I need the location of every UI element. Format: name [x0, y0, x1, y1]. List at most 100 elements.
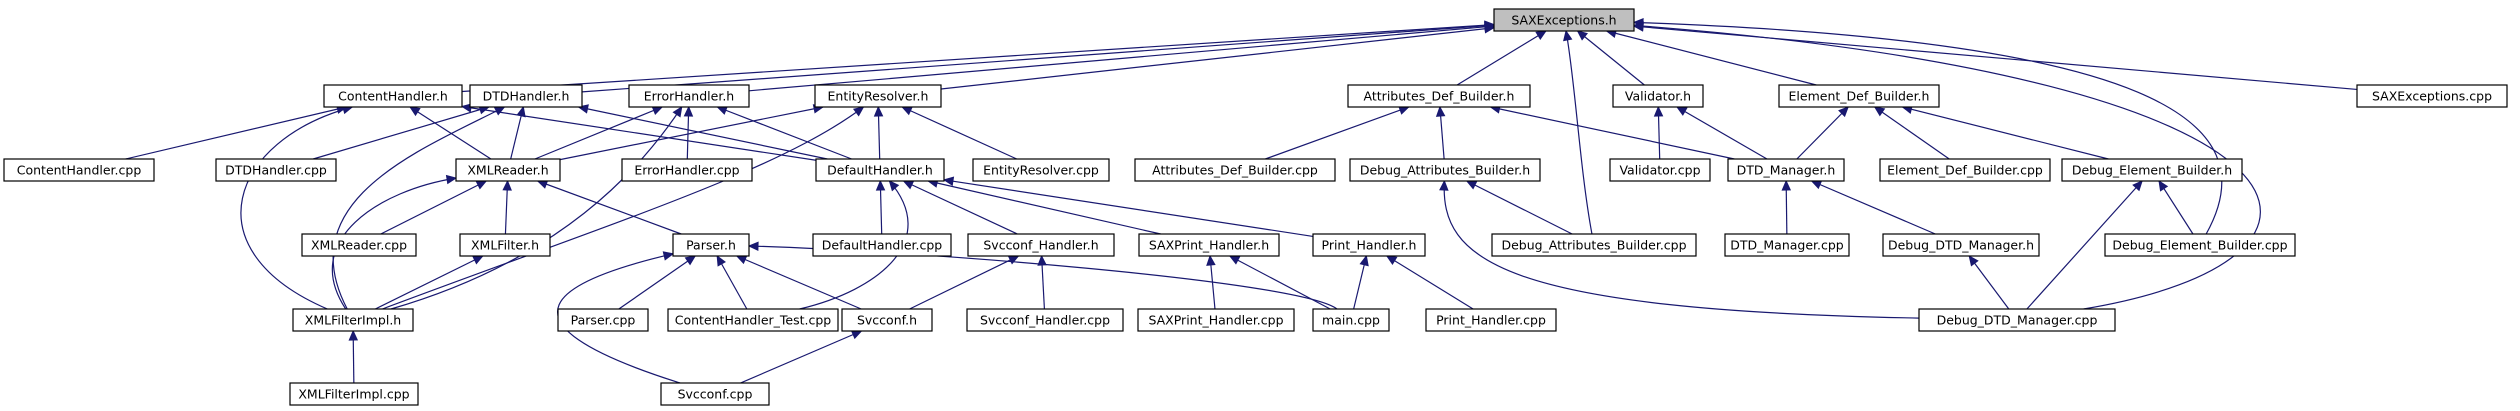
edge-element_def_builder_cpp-to-element_def_builder_h	[1873, 106, 1950, 160]
node-contenthandler-h[interactable]: ContentHandler.h	[323, 84, 463, 108]
node-xmlreader-h[interactable]: XMLReader.h	[455, 158, 561, 182]
node-print-handler-cpp[interactable]: Print_Handler.cpp	[1425, 308, 1557, 332]
arrowhead	[1873, 106, 1886, 117]
node-box	[1882, 233, 2040, 257]
node-parser-h[interactable]: Parser.h	[672, 233, 750, 257]
edge-line	[1874, 106, 1950, 160]
edge-debug_dtd_manager_cpp-to-debug_dtd_manager_h	[1968, 255, 2010, 310]
node-label: Debug_DTD_Manager.h	[1888, 238, 2034, 253]
node-svcconf-cpp[interactable]: Svcconf.cpp	[660, 382, 770, 406]
node-box	[3, 158, 155, 182]
node-label: SAXPrint_Handler.cpp	[1148, 313, 1283, 328]
node-saxprint-handler-cpp[interactable]: SAXPrint_Handler.cpp	[1137, 308, 1295, 332]
node-errorhandler-h[interactable]: ErrorHandler.h	[628, 84, 750, 108]
node-xmlreader-cpp[interactable]: XMLReader.cpp	[301, 233, 417, 257]
edge-line	[740, 330, 862, 384]
node-box	[459, 233, 551, 257]
edge-line	[928, 180, 1161, 235]
edge-debug_attributes_builder_cpp-to-debug_attributes_builder_h	[1465, 180, 1573, 235]
node-label: Parser.h	[686, 238, 736, 253]
node-parser-cpp[interactable]: Parser.cpp	[557, 308, 649, 332]
node-dtd-manager-h[interactable]: DTD_Manager.h	[1727, 158, 1845, 182]
node-sax-h[interactable]: SAXExceptions.h	[1493, 8, 1635, 32]
edge-line	[1676, 106, 1768, 160]
node-label: DTDHandler.h	[483, 89, 570, 104]
node-sax-cpp[interactable]: SAXExceptions.cpp	[2356, 84, 2508, 108]
node-svcconf-handler-h[interactable]: Svcconf_Handler.h	[967, 233, 1115, 257]
edge-errorhandler_cpp-to-errorhandler_h	[683, 105, 694, 160]
node-main-cpp[interactable]: main.cpp	[1312, 308, 1390, 332]
node-validator-h[interactable]: Validator.h	[1612, 84, 1704, 108]
edge-line	[390, 106, 683, 310]
edge-debug_dtd_manager_cpp-to-debug_element_builder_h	[2026, 180, 2143, 310]
edge-line	[534, 106, 663, 160]
arrowhead	[445, 174, 458, 185]
node-debug-attributes-builder-h[interactable]: Debug_Attributes_Builder.h	[1349, 158, 1541, 182]
node-svcconf-h[interactable]: Svcconf.h	[841, 308, 933, 332]
node-attributes-def-builder-cpp[interactable]: Attributes_Def_Builder.cpp	[1134, 158, 1336, 182]
edge-line	[382, 106, 864, 310]
arrowhead	[888, 180, 900, 192]
node-xmlfilter-h[interactable]: XMLFilter.h	[459, 233, 551, 257]
node-errorhandler-cpp[interactable]: ErrorHandler.cpp	[621, 158, 753, 182]
node-entityresolver-h[interactable]: EntityResolver.h	[814, 84, 942, 108]
arrowhead	[1228, 255, 1241, 265]
edges-layer	[125, 17, 2358, 384]
arrowhead	[1037, 254, 1047, 266]
edge-xmlreader_cpp-to-xmlreader_h	[380, 180, 488, 235]
arrowhead	[1439, 179, 1449, 191]
node-validator-cpp[interactable]: Validator.cpp	[1609, 158, 1711, 182]
node-xmlfilterimpl-h[interactable]: XMLFilterImpl.h	[292, 308, 414, 332]
node-entityresolver-cpp[interactable]: EntityResolver.cpp	[972, 158, 1110, 182]
edge-debug_element_builder_h-to-element_def_builder_h	[1901, 104, 2109, 160]
edge-debug_dtd_manager_cpp-to-debug_attributes_builder_h	[1439, 179, 1920, 319]
node-label: EntityResolver.cpp	[983, 163, 1099, 178]
arrowhead	[672, 105, 683, 118]
node-saxprint-handler-h[interactable]: SAXPrint_Handler.h	[1138, 233, 1280, 257]
edge-line	[557, 253, 681, 384]
arrowhead	[684, 255, 697, 266]
node-debug-attributes-builder-cpp[interactable]: Debug_Attributes_Builder.cpp	[1491, 233, 1697, 257]
node-box	[1347, 84, 1531, 108]
edge-line	[125, 106, 347, 160]
node-element-def-builder-cpp[interactable]: Element_Def_Builder.cpp	[1879, 158, 2051, 182]
node-box	[1918, 308, 2116, 332]
node-print-handler-h[interactable]: Print_Handler.h	[1312, 233, 1426, 257]
node-dtdhandler-h[interactable]: DTDHandler.h	[469, 84, 583, 108]
edge-line	[940, 27, 1495, 90]
arrowhead	[1435, 105, 1446, 117]
node-defaulthandler-cpp[interactable]: DefaultHandler.cpp	[812, 233, 952, 257]
edge-dtd_manager_h-to-validator_h	[1675, 106, 1768, 160]
arrowhead	[735, 255, 748, 265]
node-box	[1349, 158, 1541, 182]
node-debug-dtd-manager-cpp[interactable]: Debug_DTD_Manager.cpp	[1918, 308, 2116, 332]
node-contenthandler-test-cpp[interactable]: ContentHandler_Test.cpp	[667, 308, 839, 332]
edge-line	[1902, 106, 2109, 160]
node-debug-element-builder-cpp[interactable]: Debug_Element_Builder.cpp	[2104, 233, 2296, 257]
arrowhead	[1563, 29, 1573, 42]
edge-debug_element_builder_cpp-to-sax_h	[1632, 17, 2223, 235]
node-defaulthandler-h[interactable]: DefaultHandler.h	[815, 158, 945, 182]
node-attributes-def-builder-h[interactable]: Attributes_Def_Builder.h	[1347, 84, 1531, 108]
edge-contenthandler_h-to-sax_h	[461, 20, 1496, 93]
arrowhead	[472, 255, 484, 265]
node-xmlfilterimpl-cpp[interactable]: XMLFilterImpl.cpp	[289, 382, 419, 406]
node-debug-element-builder-h[interactable]: Debug_Element_Builder.h	[2061, 158, 2243, 182]
node-box	[1491, 233, 1697, 257]
node-label: EntityResolver.h	[828, 89, 929, 104]
edge-line	[2158, 180, 2194, 235]
node-label: ContentHandler_Test.cpp	[675, 313, 832, 328]
node-dtd-manager-cpp[interactable]: DTD_Manager.cpp	[1724, 233, 1850, 257]
edge-line	[799, 180, 909, 310]
node-svcconf-handler-cpp[interactable]: Svcconf_Handler.cpp	[966, 308, 1124, 332]
node-debug-dtd-manager-h[interactable]: Debug_DTD_Manager.h	[1882, 233, 2040, 257]
node-label: SAXPrint_Handler.h	[1149, 238, 1269, 253]
arrowhead	[1838, 106, 1850, 118]
node-element-def-builder-h[interactable]: Element_Def_Builder.h	[1778, 84, 1940, 108]
edge-xmlreader_h-to-dtdhandler_h	[510, 105, 526, 160]
node-dtdhandler-cpp[interactable]: DTDHandler.cpp	[215, 158, 337, 182]
arrowhead	[716, 254, 726, 267]
node-contenthandler-cpp[interactable]: ContentHandler.cpp	[3, 158, 155, 182]
arrowhead	[747, 241, 759, 252]
